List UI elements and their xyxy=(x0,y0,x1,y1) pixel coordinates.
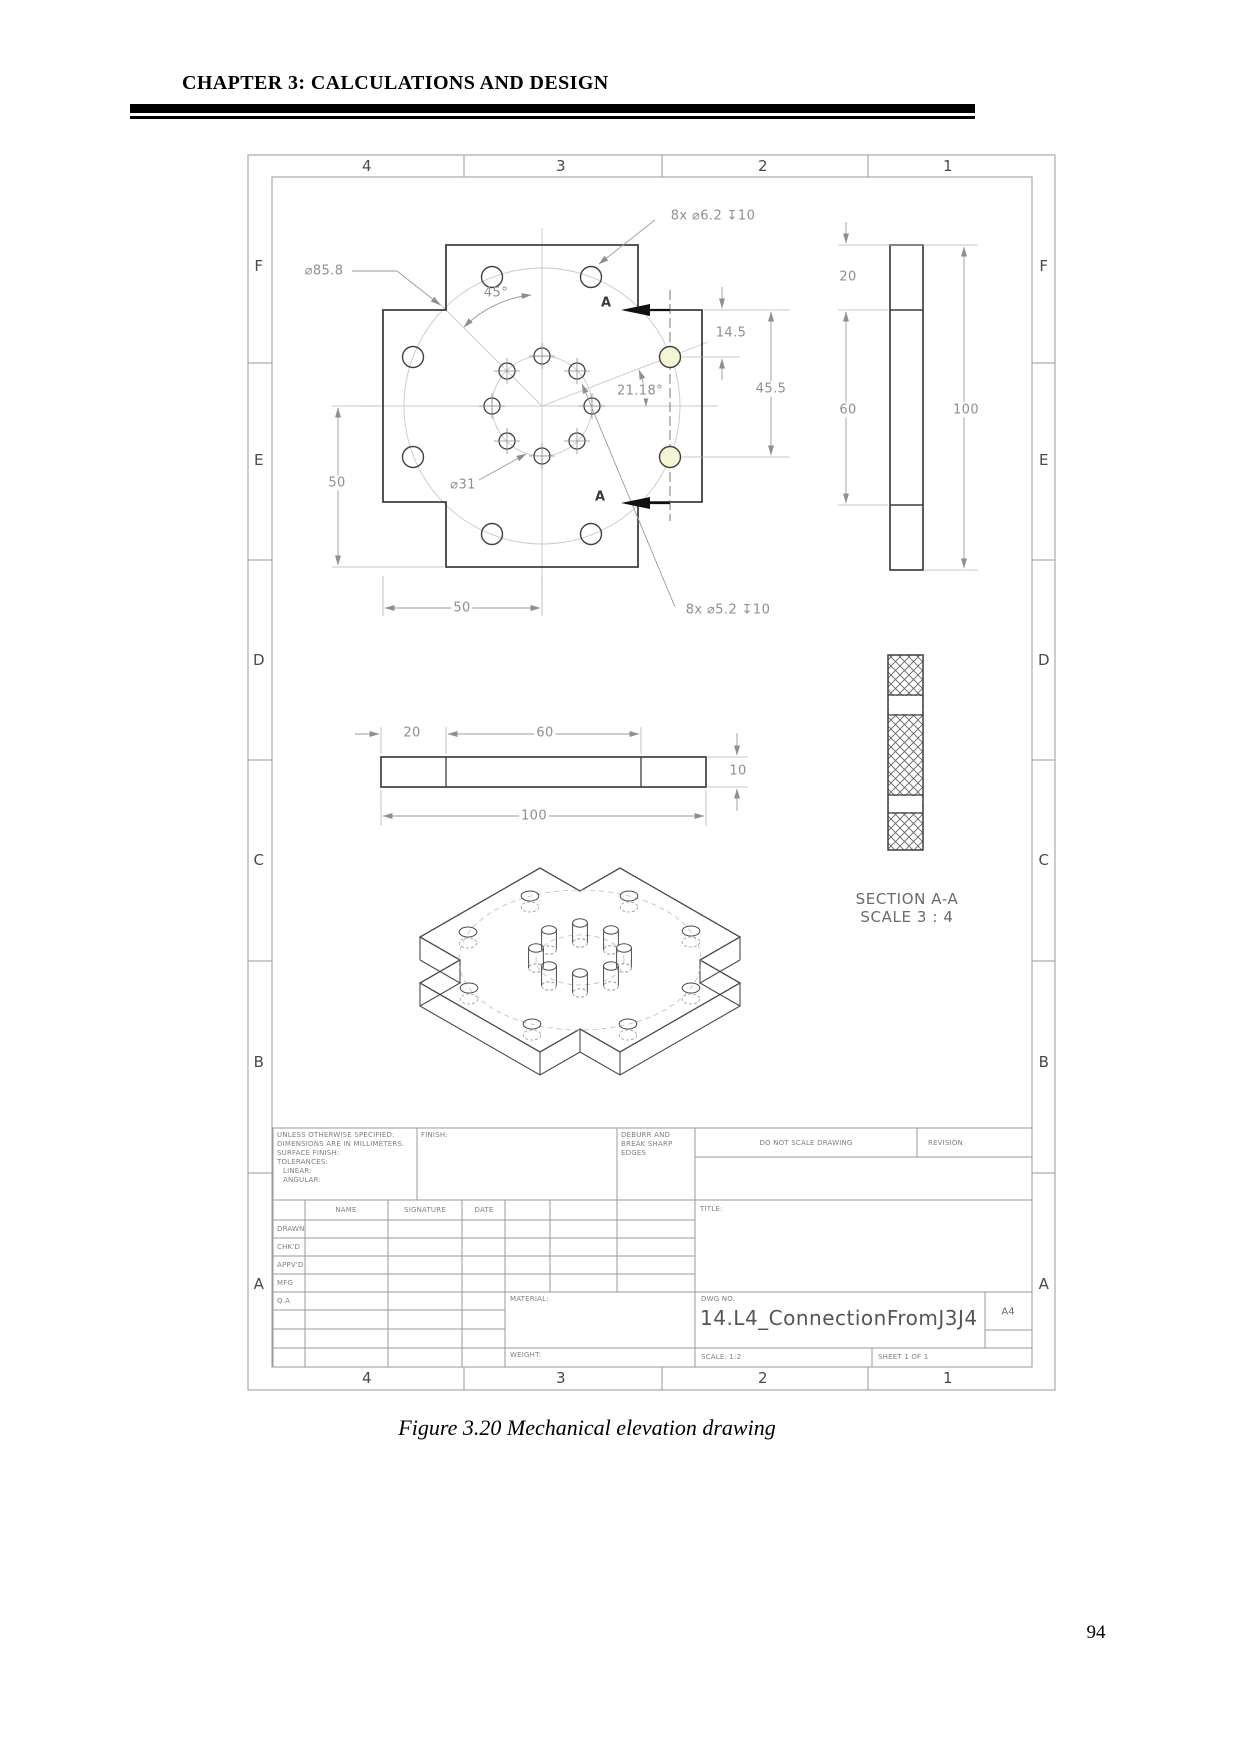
tb-note: SURFACE FINISH: xyxy=(277,1149,340,1157)
tb-role: MFG xyxy=(277,1279,294,1287)
dim-bolt-circle: ⌀85.8 xyxy=(304,263,344,279)
dim-side-60: 60 xyxy=(837,402,859,418)
isometric-view xyxy=(418,867,742,1076)
dim-front-60: 60 xyxy=(534,725,556,741)
header-rule-thin xyxy=(130,116,975,119)
tb-col-signature: SIGNATURE xyxy=(404,1206,446,1214)
tb-note: UNLESS OTHERWISE SPECIFIED: xyxy=(277,1131,395,1139)
dim-front-100: 100 xyxy=(518,808,550,824)
title-block-grid xyxy=(272,1127,1033,1368)
section-cut-label: A xyxy=(600,295,612,311)
zone-col-label: 2 xyxy=(757,1369,769,1387)
chapter-header: CHAPTER 3: CALCULATIONS AND DESIGN xyxy=(182,72,609,94)
tb-note: ANGULAR: xyxy=(283,1176,322,1184)
zone-row-label: E xyxy=(254,451,264,469)
tb-role: CHK'D xyxy=(277,1243,301,1251)
tb-paper-size: A4 xyxy=(1001,1306,1015,1318)
zone-row-label: C xyxy=(1038,851,1050,869)
tb-dwg-number: 14.L4_ConnectionFromJ3J4 xyxy=(700,1306,978,1330)
zone-col-label: 2 xyxy=(757,157,769,175)
section-scale: SCALE 3 : 4 xyxy=(860,908,954,926)
side-view xyxy=(838,222,978,571)
dim-angle-21: 21.18° xyxy=(614,383,666,399)
zone-row-label: D xyxy=(1037,651,1051,669)
tb-deburr: BREAK SHARP xyxy=(621,1140,673,1148)
zone-col-label: 1 xyxy=(942,157,954,175)
front-view xyxy=(355,727,748,826)
figure-caption: Figure 3.20 Mechanical elevation drawing xyxy=(398,1415,776,1440)
zone-col-label: 4 xyxy=(361,157,373,175)
tb-weight-label: WEIGHT: xyxy=(510,1351,542,1359)
dim-angle-45: 45° xyxy=(483,285,509,301)
tb-note: DIMENSIONS ARE IN MILLIMETERS. xyxy=(277,1140,405,1148)
zone-row-label: F xyxy=(254,257,264,275)
zone-row-label: A xyxy=(253,1275,265,1293)
tb-note: LINEAR: xyxy=(283,1167,312,1175)
dim-side-100: 100 xyxy=(950,402,982,418)
dim-height-50: 50 xyxy=(326,475,348,491)
zone-row-label: C xyxy=(253,851,265,869)
dim-width-50: 50 xyxy=(451,600,473,616)
zone-col-label: 3 xyxy=(555,157,567,175)
tb-deburr: EDGES xyxy=(621,1149,647,1157)
zone-row-label: F xyxy=(1039,257,1049,275)
dim-inner-circle: ⌀31 xyxy=(450,477,476,493)
tb-do-not-scale: DO NOT SCALE DRAWING xyxy=(759,1139,853,1147)
tb-role: Q.A xyxy=(277,1297,291,1305)
tb-scale: SCALE: 1:2 xyxy=(701,1353,742,1361)
zone-col-label: 3 xyxy=(555,1369,567,1387)
plan-view xyxy=(332,219,790,616)
page-number: 94 xyxy=(1086,1622,1106,1643)
tb-role: APPV'D xyxy=(277,1261,304,1269)
dim-outer-holes: 8x ⌀6.2 ↧10 xyxy=(668,208,758,224)
dim-inner-holes: 8x ⌀5.2 ↧10 xyxy=(683,602,773,618)
zone-col-label: 1 xyxy=(942,1369,954,1387)
dim-front-20: 20 xyxy=(403,725,421,741)
zone-row-label: B xyxy=(253,1053,265,1071)
tb-dwg-label: DWG NO. xyxy=(701,1295,736,1303)
zone-col-label: 4 xyxy=(361,1369,373,1387)
zone-row-label: B xyxy=(1038,1053,1050,1071)
header-rule-thick xyxy=(130,104,975,113)
dim-offset-side: 45.5 xyxy=(753,381,789,397)
section-title: SECTION A-A xyxy=(855,890,959,908)
section-view xyxy=(887,654,924,851)
tb-deburr: DEBURR AND xyxy=(621,1131,671,1139)
tb-sheet: SHEET 1 OF 1 xyxy=(878,1353,929,1361)
section-cut-label: A xyxy=(594,489,606,505)
tb-material-label: MATERIAL: xyxy=(510,1295,549,1303)
tb-revision-label: REVISION xyxy=(928,1139,963,1147)
tb-title-label: TITLE: xyxy=(700,1205,723,1213)
dim-side-20: 20 xyxy=(839,269,857,285)
section-cut-arrows xyxy=(650,308,670,505)
zone-row-label: D xyxy=(252,651,266,669)
tb-col-date: DATE xyxy=(474,1206,494,1214)
tb-role: DRAWN xyxy=(277,1225,305,1233)
zone-row-label: A xyxy=(1038,1275,1050,1293)
tb-finish-label: FINISH: xyxy=(421,1131,448,1139)
tb-col-name: NAME xyxy=(335,1206,357,1214)
sheet-frame xyxy=(247,154,1056,1391)
zone-row-label: E xyxy=(1039,451,1049,469)
dim-offset-top: 14.5 xyxy=(713,325,749,341)
tb-note: TOLERANCES: xyxy=(277,1158,329,1166)
dim-front-10: 10 xyxy=(727,763,749,779)
